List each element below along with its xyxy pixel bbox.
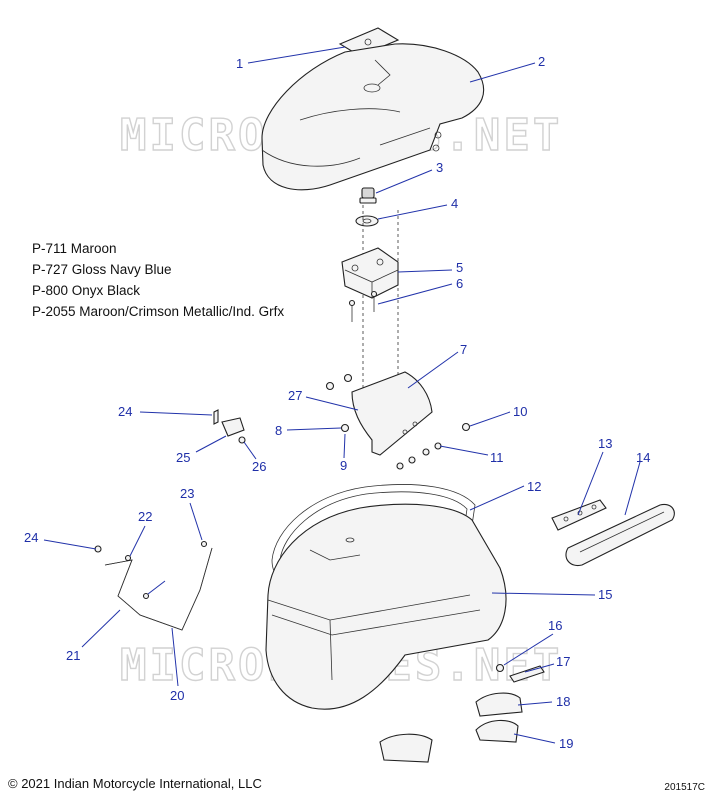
- part-15-saddlebag-body: [265, 503, 507, 710]
- callout-24-a: 24: [118, 404, 132, 419]
- part-3-knob: [359, 187, 377, 204]
- drawing-id: 201517C: [664, 782, 705, 793]
- copyright-notice: © 2021 Indian Motorcycle International, …: [8, 776, 262, 791]
- part-13-hinge-strip: [551, 499, 607, 531]
- callout-23: 23: [180, 486, 194, 501]
- callout-19: 19: [559, 736, 573, 751]
- part-6-screws: [348, 290, 378, 322]
- color-code-list: P-711 Maroon P-727 Gloss Navy Blue P-800…: [32, 238, 284, 322]
- part-14-trim-cover: [565, 503, 675, 567]
- callout-16: 16: [548, 618, 562, 633]
- callout-13: 13: [598, 436, 612, 451]
- callout-20: 20: [170, 688, 184, 703]
- callout-2: 2: [538, 54, 545, 69]
- part-5-latch-assembly: [341, 247, 399, 299]
- callout-17: 17: [556, 654, 570, 669]
- callout-21: 21: [66, 648, 80, 663]
- callout-12: 12: [527, 479, 541, 494]
- callout-27: 27: [288, 388, 302, 403]
- parts-24-25-26-hardware: [213, 409, 246, 444]
- callout-11: 11: [490, 450, 504, 465]
- callout-15: 15: [598, 587, 612, 602]
- callout-25: 25: [176, 450, 190, 465]
- callout-labels: 1 2 3 4 5 6 7 8 9 10 11 12 13 14 15 16 1…: [24, 54, 650, 751]
- callout-3: 3: [436, 160, 443, 175]
- color-code-item: P-711 Maroon: [32, 241, 117, 256]
- callout-5: 5: [456, 260, 463, 275]
- color-code-item: P-727 Gloss Navy Blue: [32, 262, 172, 277]
- color-code-item: P-800 Onyx Black: [32, 283, 141, 298]
- callout-22: 22: [138, 509, 152, 524]
- callout-6: 6: [456, 276, 463, 291]
- color-code-item: P-2055 Maroon/Crimson Metallic/Ind. Grfx: [32, 304, 285, 319]
- callout-14: 14: [636, 450, 650, 465]
- callout-26: 26: [252, 459, 266, 474]
- callout-4: 4: [451, 196, 458, 211]
- callout-18: 18: [556, 694, 570, 709]
- parts-16-19-mounts: [379, 663, 545, 763]
- parts-20-21-support-rail: [94, 540, 213, 631]
- fasteners-bracket: [325, 373, 471, 470]
- callout-1: 1: [236, 56, 243, 71]
- part-4-washer: [355, 215, 379, 227]
- leader-lines: [43, 46, 641, 744]
- callout-7: 7: [460, 342, 467, 357]
- callout-9: 9: [340, 458, 347, 473]
- callout-8: 8: [275, 423, 282, 438]
- part-7-mounting-bracket: [351, 371, 433, 456]
- callout-24-b: 24: [24, 530, 38, 545]
- alignment-lines: [362, 205, 399, 410]
- callout-10: 10: [513, 404, 527, 419]
- part-2-saddlebag-lid: [261, 43, 485, 191]
